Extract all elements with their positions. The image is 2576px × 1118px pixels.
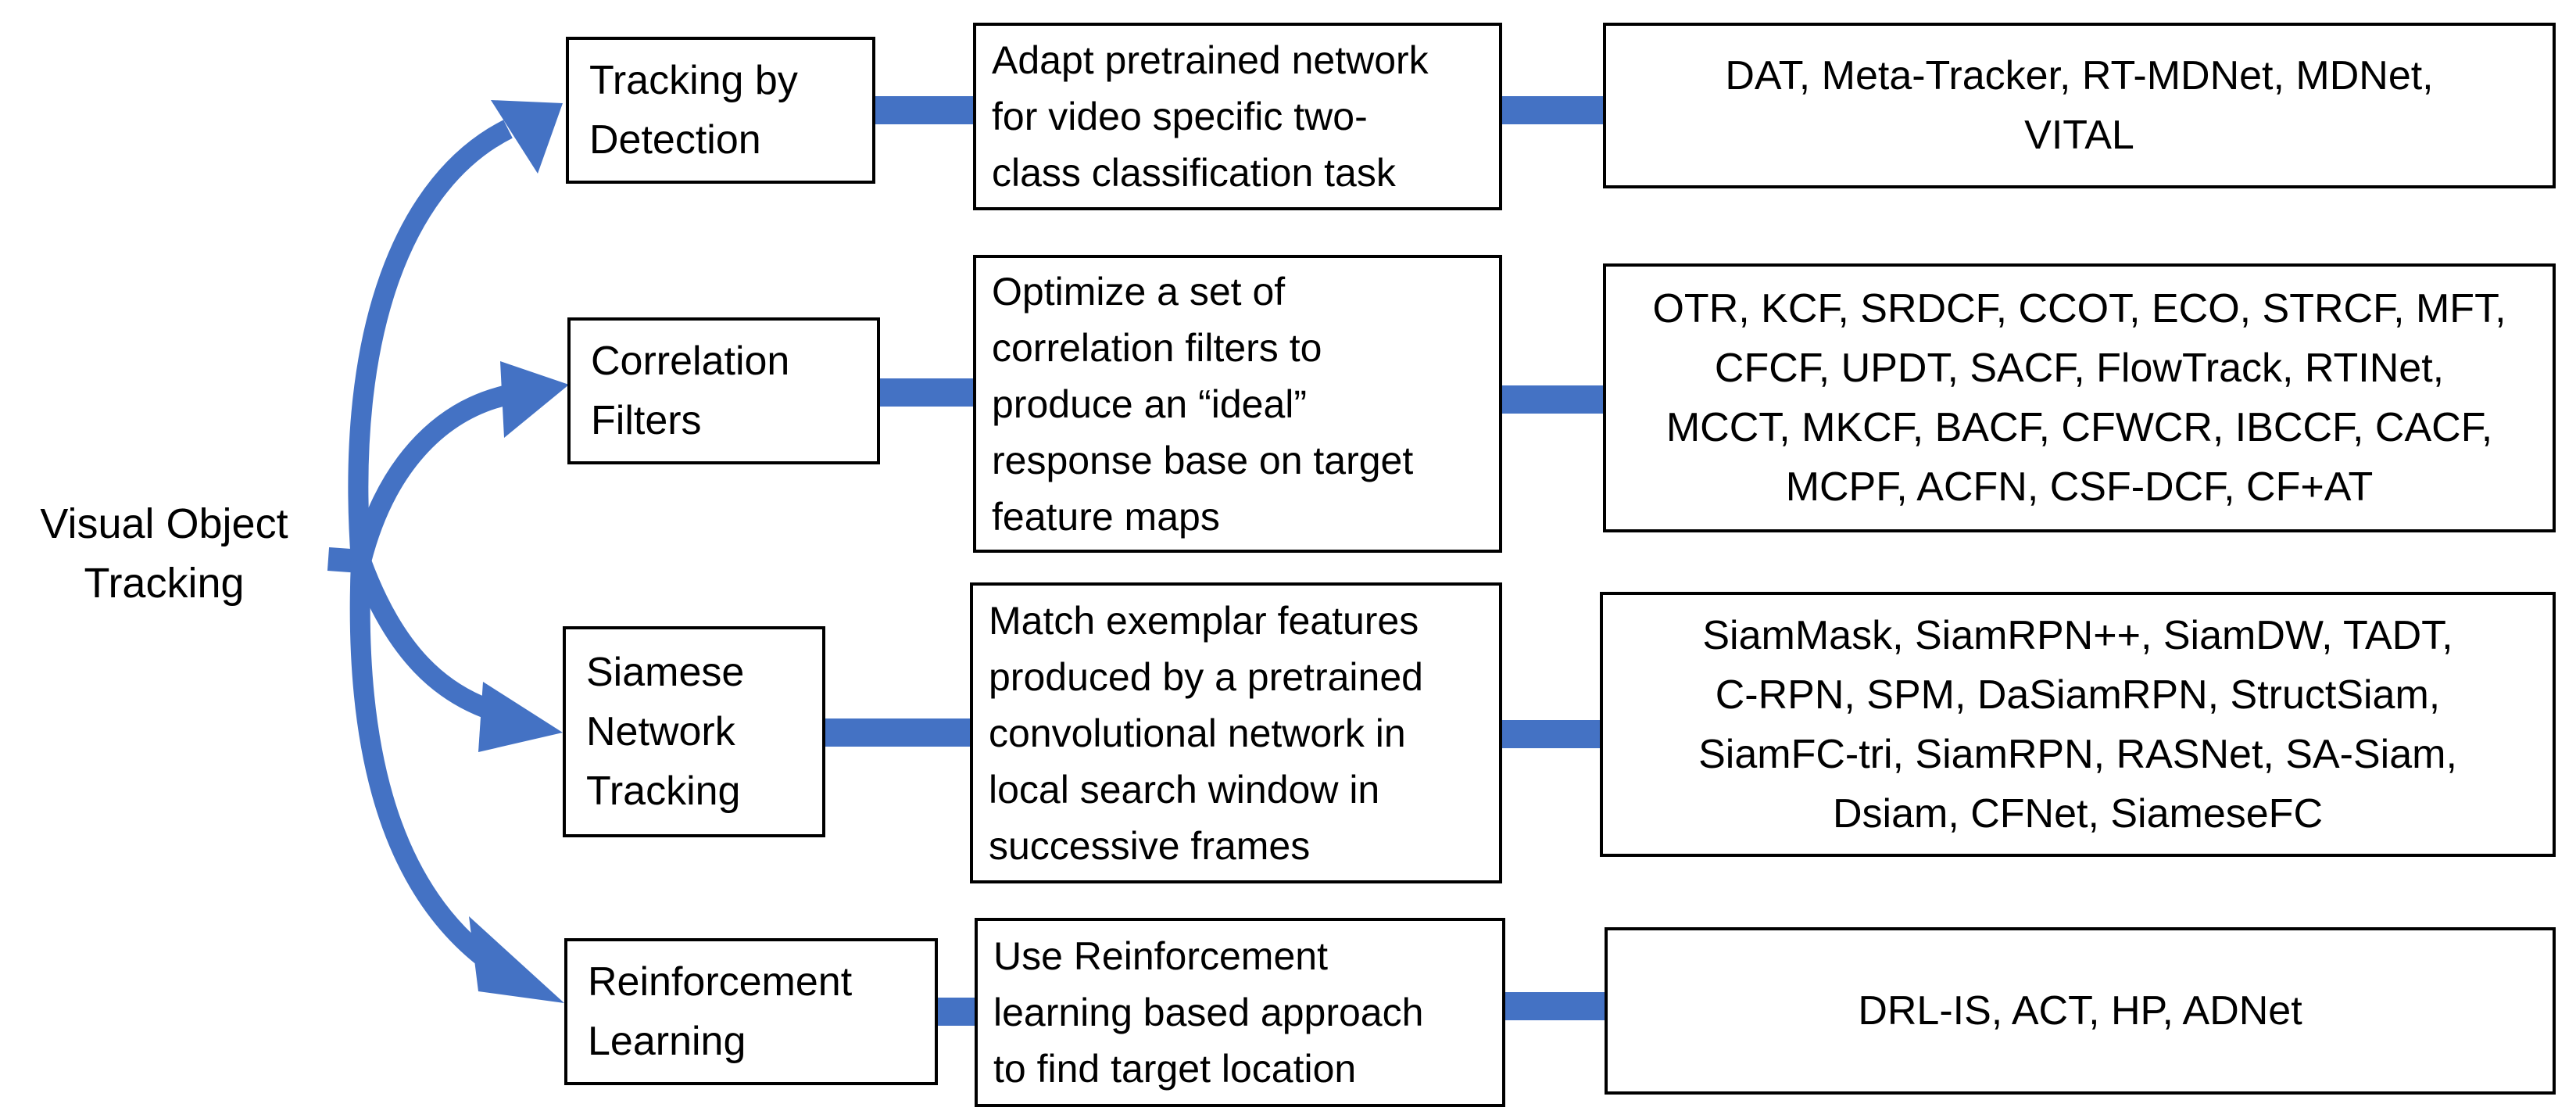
arrowhead-tracking-by-detection bbox=[491, 100, 563, 174]
arrow-to-tracking-by-detection bbox=[348, 120, 513, 562]
category-label: Reinforcement Learning bbox=[588, 959, 853, 1064]
methods-box-reinforcement-learning: DRL-IS, ACT, HP, ADNet bbox=[1605, 927, 2556, 1095]
methods-list: DAT, Meta-Tracker, RT-MDNet, MDNet, VITA… bbox=[1725, 53, 2434, 158]
description-text: Use Reinforcement learning based approac… bbox=[993, 934, 1424, 1091]
methods-box-correlation-filters: OTR, KCF, SRDCF, CCOT, ECO, STRCF, MFT, … bbox=[1603, 263, 2556, 532]
category-label: Correlation Filters bbox=[591, 339, 790, 443]
category-label: Tracking by Detection bbox=[589, 58, 798, 163]
arrow-to-correlation-filters bbox=[351, 385, 511, 564]
description-text: Match exemplar features produced by a pr… bbox=[989, 598, 1423, 868]
category-box-siamese-network-tracking: Siamese Network Tracking bbox=[563, 626, 825, 837]
methods-box-tracking-by-detection: DAT, Meta-Tracker, RT-MDNet, MDNet, VITA… bbox=[1603, 23, 2556, 188]
category-box-correlation-filters: Correlation Filters bbox=[567, 317, 880, 464]
description-text: Adapt pretrained network for video speci… bbox=[992, 38, 1429, 195]
description-text: Optimize a set of correlation filters to… bbox=[992, 269, 1414, 539]
methods-list: OTR, KCF, SRDCF, CCOT, ECO, STRCF, MFT, … bbox=[1652, 286, 2506, 510]
arrow-to-siamese-network-tracking bbox=[351, 557, 503, 723]
root-label: Visual Object Tracking bbox=[40, 500, 288, 607]
category-box-reinforcement-learning: Reinforcement Learning bbox=[564, 938, 938, 1085]
methods-list: DRL-IS, ACT, HP, ADNet bbox=[1858, 988, 2302, 1034]
description-box-tracking-by-detection: Adapt pretrained network for video speci… bbox=[973, 23, 1502, 210]
category-box-tracking-by-detection: Tracking by Detection bbox=[566, 37, 875, 184]
category-label: Siamese Network Tracking bbox=[586, 650, 745, 814]
arrowhead-correlation-filters bbox=[500, 361, 569, 438]
description-box-correlation-filters: Optimize a set of correlation filters to… bbox=[973, 255, 1502, 553]
description-box-reinforcement-learning: Use Reinforcement learning based approac… bbox=[975, 918, 1505, 1107]
arrowhead-siamese-network-tracking bbox=[478, 682, 563, 752]
arrow-to-reinforcement-learning bbox=[349, 561, 506, 978]
arrowhead-reinforcement-learning bbox=[469, 916, 564, 1003]
methods-list: SiamMask, SiamRPN++, SiamDW, TADT, C-RPN… bbox=[1698, 612, 2457, 837]
description-box-siamese-network-tracking: Match exemplar features produced by a pr… bbox=[970, 582, 1502, 883]
methods-box-siamese-network-tracking: SiamMask, SiamRPN++, SiamDW, TADT, C-RPN… bbox=[1600, 592, 2556, 857]
